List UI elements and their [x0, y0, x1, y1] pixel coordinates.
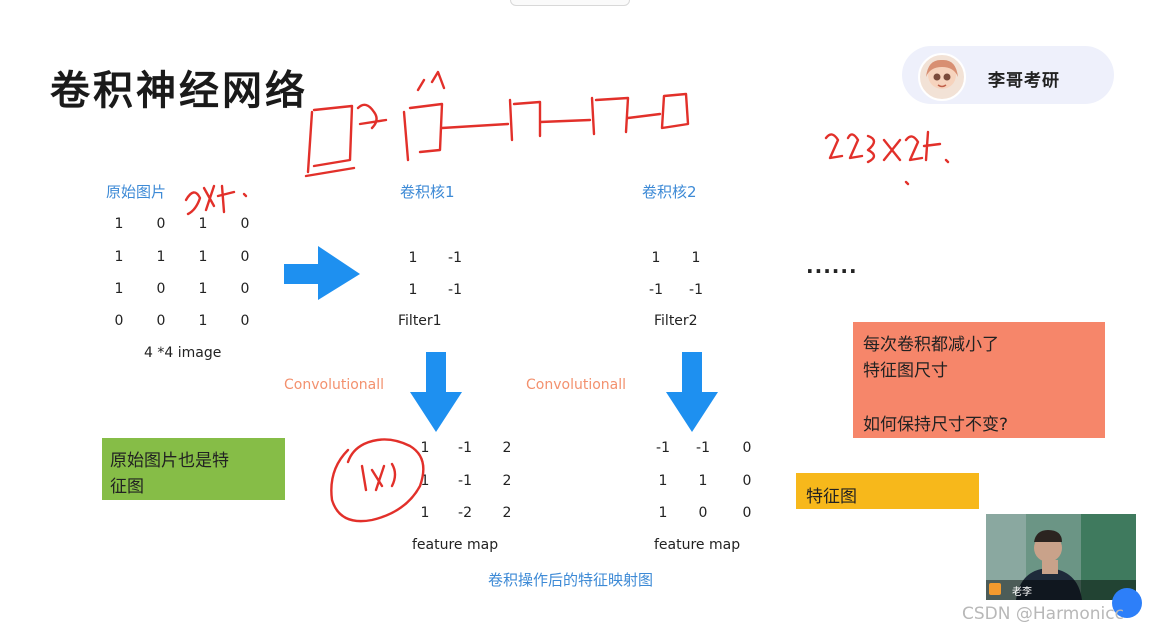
handwriting-annotation — [184, 70, 950, 523]
matrix-cell: 0 — [742, 440, 752, 456]
kernel1-label: 卷积核1 — [400, 183, 455, 201]
presenter-video-icon — [986, 514, 1136, 600]
conv1-label: Convolutionall — [284, 377, 385, 393]
matrix-cell: 2 — [502, 440, 512, 456]
matrix-cell: 1 — [658, 505, 668, 521]
floating-action-button[interactable] — [1112, 588, 1142, 618]
matrix-cell: 0 — [742, 505, 752, 521]
bottom-caption: 卷积操作后的特征映射图 — [488, 571, 654, 589]
right-arrow-icon — [284, 246, 360, 300]
filter1-matrix: 1 -1 1 -1 — [398, 250, 478, 300]
matrix-cell: 0 — [156, 216, 166, 232]
matrix-cell: 1 — [156, 249, 166, 265]
feature-map2-matrix: -1 -1 0 1 1 0 1 0 0 — [648, 440, 768, 530]
green-note — [102, 438, 285, 500]
matrix-cell: 0 — [240, 216, 250, 232]
image-matrix: 1 0 1 0 1 1 1 0 1 0 1 0 0 0 1 0 — [104, 216, 274, 336]
feature-map2-caption: feature map — [654, 537, 741, 553]
down-arrow-icon — [666, 352, 718, 432]
matrix-cell: -1 — [696, 440, 710, 456]
matrix-cell: 2 — [502, 473, 512, 489]
matrix-cell: 1 — [408, 282, 418, 298]
original-image-label: 原始图片 — [106, 183, 167, 201]
matrix-cell: 1 — [691, 250, 701, 266]
matrix-cell: 0 — [698, 505, 708, 521]
matrix-cell: 1 — [651, 250, 661, 266]
image-caption: 4 *4 image — [144, 345, 222, 361]
video-user-name: 老李 — [1012, 587, 1032, 598]
matrix-cell: 0 — [742, 473, 752, 489]
matrix-cell: -2 — [458, 505, 472, 521]
video-feed[interactable] — [986, 514, 1136, 600]
yellow-note — [796, 473, 979, 509]
video-name-bar — [986, 580, 1136, 600]
matrix-cell: 1 — [420, 440, 430, 456]
watermark: CSDN @Harmonicc — [962, 604, 1124, 624]
yellow-note-line: 特征图 — [806, 487, 857, 507]
matrix-cell: 1 — [114, 281, 124, 297]
matrix-cell: -1 — [458, 440, 472, 456]
feature-map1-matrix: 1 -1 2 1 -1 2 1 -2 2 — [410, 440, 530, 530]
matrix-cell: 1 — [420, 473, 430, 489]
filter2-caption: Filter2 — [654, 313, 698, 329]
brand-avatar — [918, 53, 966, 101]
matrix-cell: 0 — [114, 313, 124, 329]
matrix-cell: 0 — [156, 313, 166, 329]
orange-note-line: 特征图尺寸 — [863, 361, 948, 381]
matrix-cell: 1 — [198, 249, 208, 265]
orange-note-line: 每次卷积都减小了 — [863, 335, 999, 355]
matrix-cell: -1 — [649, 282, 663, 298]
matrix-cell: 1 — [420, 505, 430, 521]
matrix-cell: 1 — [114, 216, 124, 232]
down-arrow-icon — [410, 352, 462, 432]
user-icon — [989, 583, 1001, 595]
feature-map1-caption: feature map — [412, 537, 499, 553]
kernel2-label: 卷积核2 — [642, 183, 697, 201]
matrix-cell: 0 — [240, 281, 250, 297]
matrix-cell: 0 — [156, 281, 166, 297]
orange-note-line: 如何保持尺寸不变? — [863, 415, 1009, 435]
filter2-matrix: 1 1 -1 -1 — [641, 250, 721, 300]
matrix-cell: -1 — [448, 282, 462, 298]
matrix-cell: -1 — [458, 473, 472, 489]
page-title: 卷积神经网络 — [50, 68, 308, 114]
matrix-cell: -1 — [448, 250, 462, 266]
brand-name: 李哥考研 — [988, 71, 1060, 91]
matrix-cell: 1 — [698, 473, 708, 489]
matrix-cell: 1 — [658, 473, 668, 489]
matrix-cell: 1 — [198, 313, 208, 329]
matrix-cell: 1 — [114, 249, 124, 265]
matrix-cell: 2 — [502, 505, 512, 521]
orange-note — [853, 322, 1105, 438]
matrix-cell: 1 — [198, 216, 208, 232]
ellipsis: ...... — [806, 254, 858, 278]
conv2-label: Convolutionall — [526, 377, 627, 393]
green-note-line: 原始图片也是特 — [110, 451, 229, 471]
matrix-cell: 0 — [240, 313, 250, 329]
matrix-cell: 0 — [240, 249, 250, 265]
matrix-cell: 1 — [408, 250, 418, 266]
matrix-cell: 1 — [198, 281, 208, 297]
matrix-cell: -1 — [656, 440, 670, 456]
filter1-caption: Filter1 — [398, 313, 442, 329]
green-note-line: 征图 — [110, 477, 144, 497]
matrix-cell: -1 — [689, 282, 703, 298]
